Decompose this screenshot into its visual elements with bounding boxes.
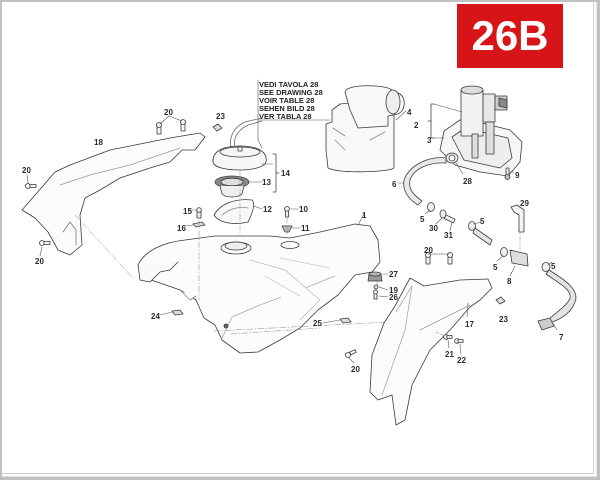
part-number-label: 8 bbox=[507, 277, 512, 286]
part-number-label: 1 bbox=[362, 211, 367, 220]
part-number-label: 2 bbox=[414, 121, 419, 130]
note-line-it: VEDI TAVOLA 28 bbox=[259, 80, 319, 89]
side-panel-18 bbox=[21, 132, 206, 256]
part-number-label: 22 bbox=[457, 356, 466, 365]
part-number-label: 7 bbox=[559, 333, 564, 342]
part-number-label: 5 bbox=[493, 263, 498, 272]
note-line-de: SEHEN BILD 28 bbox=[259, 104, 315, 113]
part-number-label: 20 bbox=[22, 166, 31, 175]
part-number-label: 10 bbox=[299, 205, 308, 214]
part-number-label: 30 bbox=[429, 224, 438, 233]
part-number-label: 18 bbox=[94, 138, 103, 147]
part-number-label: 23 bbox=[216, 112, 225, 121]
part-number-label: 20 bbox=[424, 246, 433, 255]
part-number-label: 17 bbox=[465, 320, 474, 329]
part-number-label: 6 bbox=[392, 180, 397, 189]
part-number-label: 20 bbox=[351, 365, 360, 374]
fuel-pump-2 bbox=[439, 85, 523, 177]
fuel-cap-14 bbox=[212, 145, 267, 171]
part-number-label: 4 bbox=[407, 108, 412, 117]
note-line-en: SEE DRAWING 28 bbox=[259, 88, 323, 97]
diagram-code-badge: 26B bbox=[457, 4, 563, 68]
part-number-label: 13 bbox=[262, 178, 271, 187]
part-number-label: 5 bbox=[480, 217, 485, 226]
part-number-label: 19 bbox=[389, 286, 398, 295]
part-number-label: 14 bbox=[281, 169, 290, 178]
part-number-label: 26 bbox=[389, 293, 398, 302]
part-number-label: 24 bbox=[151, 312, 160, 321]
part-number-label: 9 bbox=[515, 171, 520, 180]
part-number-label: 31 bbox=[444, 231, 453, 240]
part-number-label: 21 bbox=[445, 350, 454, 359]
note-line-fr: VOIR TABLE 28 bbox=[259, 96, 315, 105]
part-number-label: 20 bbox=[35, 257, 44, 266]
part-number-label: 16 bbox=[177, 224, 186, 233]
reference-note: VEDI TAVOLA 28 SEE DRAWING 28 VOIR TABLE… bbox=[259, 81, 323, 121]
flange-12 bbox=[213, 199, 255, 224]
side-panel-17 bbox=[369, 277, 493, 426]
part-number-label: 28 bbox=[463, 177, 472, 186]
part-number-label: 29 bbox=[520, 199, 529, 208]
cover-4 bbox=[325, 85, 405, 173]
part-number-label: 25 bbox=[313, 319, 322, 328]
part-number-label: 15 bbox=[183, 207, 192, 216]
fuel-hose-6 bbox=[403, 157, 447, 206]
part-number-label: 20 bbox=[164, 108, 173, 117]
part-number-label: 11 bbox=[301, 224, 310, 233]
part-number-label: 3 bbox=[427, 136, 432, 145]
fuel-line-fittings bbox=[427, 202, 577, 331]
part-number-label: 5 bbox=[551, 262, 556, 271]
fuel-tank-1 bbox=[137, 223, 381, 354]
part-number-label: 12 bbox=[263, 205, 272, 214]
part-number-label: 27 bbox=[389, 270, 398, 279]
part-number-label: 5 bbox=[420, 215, 425, 224]
part-number-label: 23 bbox=[499, 315, 508, 324]
gasket-13 bbox=[214, 175, 250, 198]
note-line-es: VER TABLA 28 bbox=[259, 112, 312, 121]
